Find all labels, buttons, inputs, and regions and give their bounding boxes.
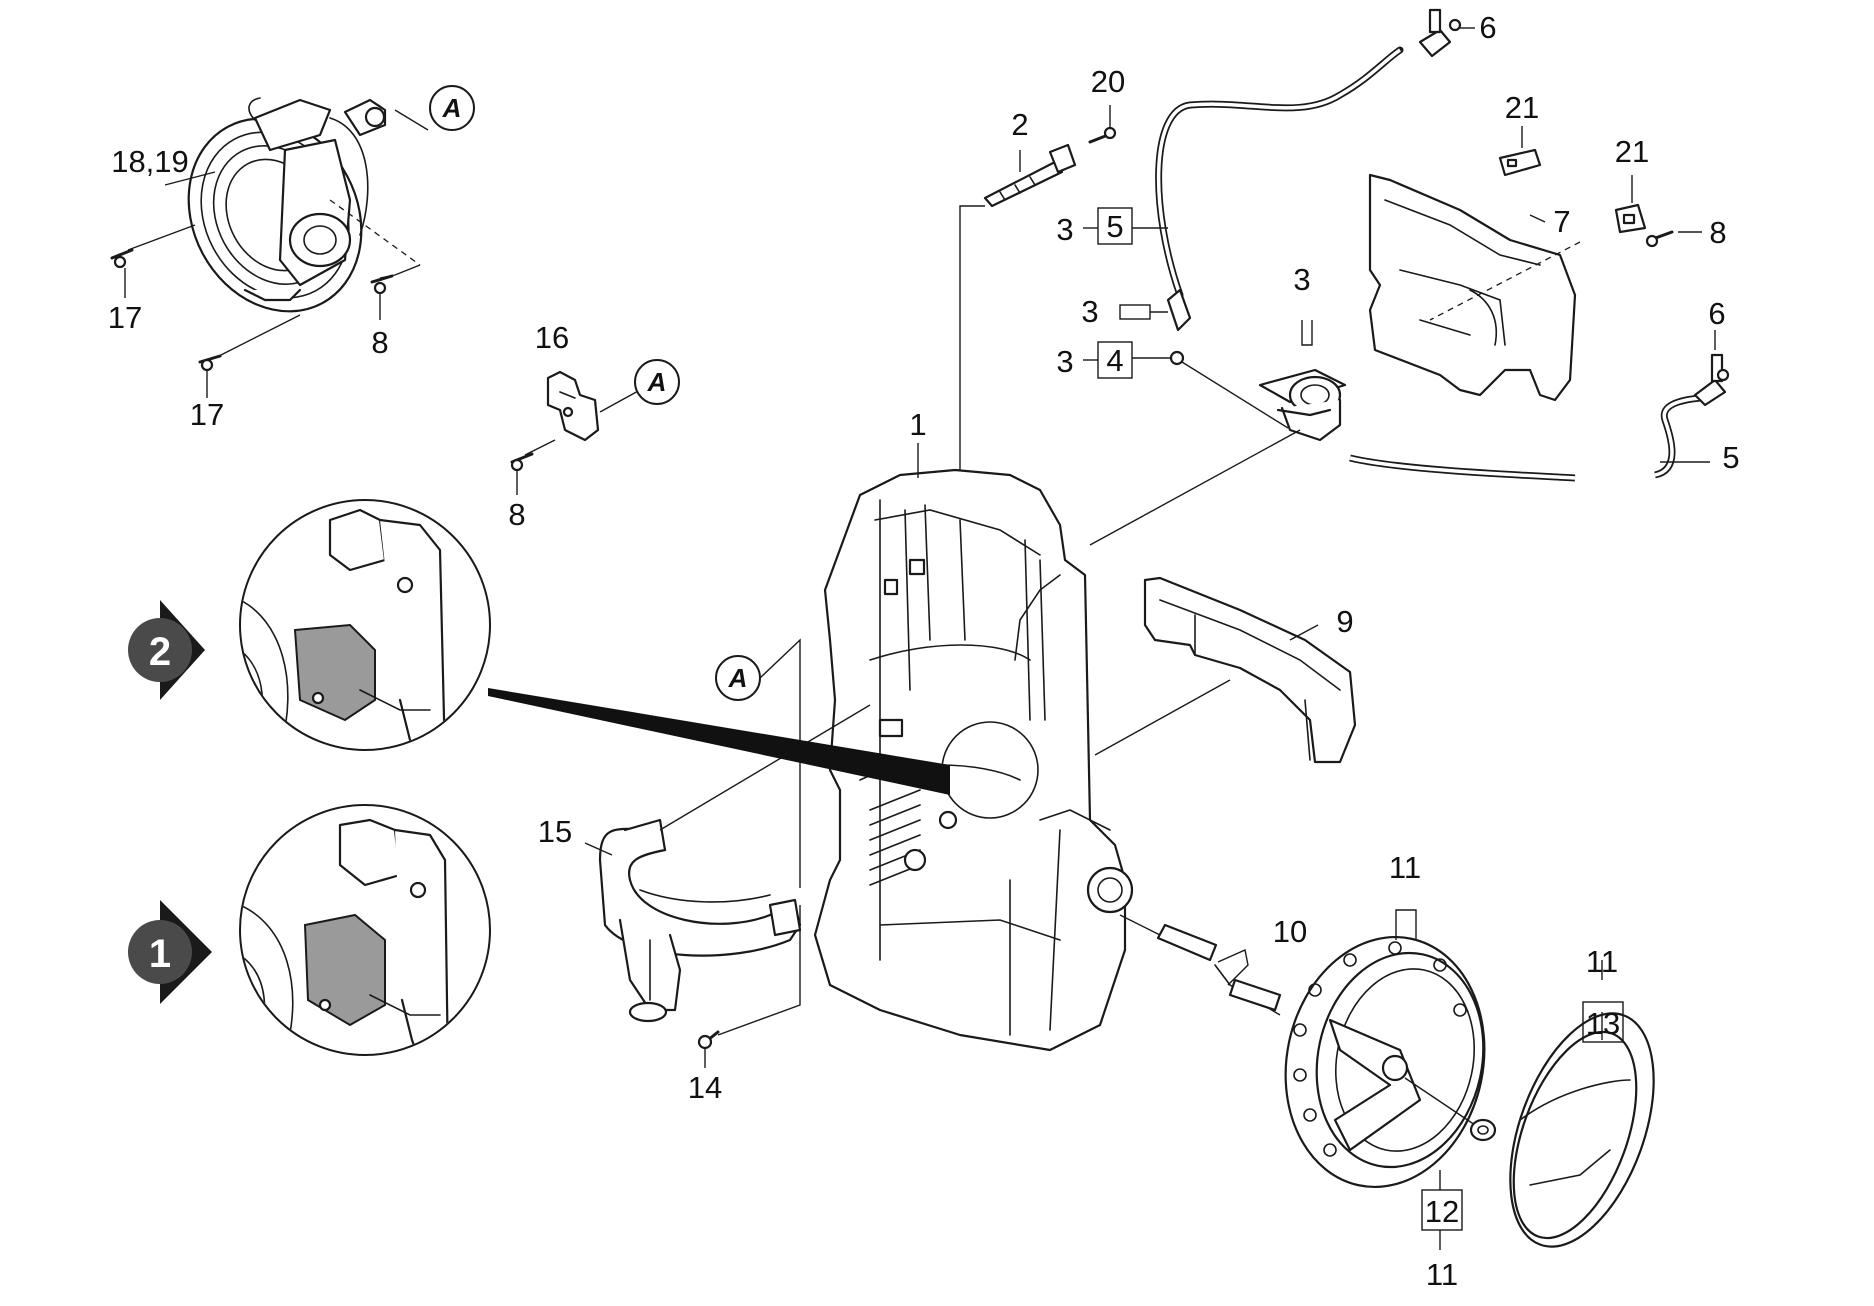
cover-part-9 — [1143, 576, 1357, 764]
detail-step-2-label: 2 — [149, 630, 171, 674]
bracket-part-15 — [598, 818, 802, 1023]
callout-11-cap: 11 — [1586, 944, 1618, 979]
housing-cover-7 — [1368, 173, 1577, 402]
callout-8-clip: 8 — [508, 497, 525, 532]
boxed-ref-5-frame — [1097, 207, 1133, 245]
callout-11-washer: 11 — [1426, 1257, 1458, 1292]
callout-3-ball: 3 — [1056, 344, 1073, 379]
reference-marker-a-housing-label: A — [728, 663, 748, 693]
callout-16: 16 — [535, 320, 569, 355]
callout-10: 10 — [1273, 914, 1307, 949]
fitting-6-upper — [1418, 8, 1462, 58]
callout-17-lower: 17 — [190, 397, 224, 432]
callout-5-boxed: 5 — [1106, 209, 1123, 244]
fitting-6-lower — [1693, 353, 1730, 407]
detail-view-2 — [239, 499, 491, 751]
screw-14 — [697, 1030, 720, 1050]
callout-18-19: 18,19 — [111, 144, 189, 179]
callout-14: 14 — [688, 1070, 722, 1105]
detail-step-1-marker: 1 — [128, 900, 212, 1004]
callout-17-upper: 17 — [108, 300, 142, 335]
boxed-ref-13-frame — [1582, 1001, 1624, 1043]
detail-zoom-wedge — [488, 688, 950, 795]
callout-8-right: 8 — [1709, 215, 1726, 250]
boxed-ref-12-frame — [1421, 1189, 1463, 1231]
ball-part-4 — [1169, 350, 1185, 366]
callout-15: 15 — [538, 814, 572, 849]
hub-cap-part-13 — [1509, 1012, 1655, 1248]
screw-8-reel — [370, 274, 394, 295]
bracket-clip-16 — [546, 370, 600, 442]
screw-17-upper — [110, 248, 134, 269]
callout-3-hose: 3 — [1056, 212, 1073, 247]
valve-seat-3 — [1258, 368, 1347, 442]
reference-marker-a-housing: A — [715, 655, 761, 701]
callout-7: 7 — [1553, 204, 1570, 239]
callout-2: 2 — [1011, 107, 1028, 142]
callout-6-upper: 6 — [1479, 10, 1496, 45]
callout-4-boxed: 4 — [1106, 343, 1123, 378]
callout-3-seat: 3 — [1293, 262, 1310, 297]
detail-step-2-marker: 2 — [128, 600, 205, 700]
screw-8-right — [1645, 230, 1674, 248]
callout-1: 1 — [909, 407, 926, 442]
clip-21-right — [1614, 203, 1647, 234]
callout-5-lower: 5 — [1722, 440, 1739, 475]
reference-marker-a-reel-label: A — [442, 93, 462, 123]
pin-part-2 — [983, 143, 1077, 208]
reference-marker-a-clip: A — [634, 359, 680, 405]
hose-reel-assembly — [187, 97, 387, 313]
detail-view-1 — [239, 804, 491, 1056]
callout-3-nozzle: 3 — [1081, 294, 1098, 329]
detail-step-1-label: 1 — [149, 932, 171, 976]
washer-part-12 — [1469, 1118, 1497, 1142]
callout-9: 9 — [1336, 604, 1353, 639]
callout-21-right: 21 — [1615, 134, 1649, 169]
reference-marker-a-reel: A — [429, 85, 475, 131]
nozzle-part-3 — [1119, 288, 1192, 332]
screw-20 — [1088, 126, 1117, 144]
callout-6-lower: 6 — [1708, 296, 1725, 331]
axle-part-10 — [1156, 923, 1282, 1012]
screw-8-clip — [510, 452, 534, 472]
callout-20: 20 — [1091, 64, 1125, 99]
clip-21-left — [1498, 148, 1542, 177]
callout-8-reel: 8 — [371, 325, 388, 360]
callout-13-boxed: 13 — [1586, 1006, 1620, 1041]
wheel-part-11 — [1284, 935, 1486, 1189]
callout-11-wheel: 11 — [1389, 850, 1421, 885]
callout-21-left: 21 — [1505, 90, 1539, 125]
main-housing-1 — [813, 468, 1134, 1052]
reference-marker-a-clip-label: A — [647, 367, 667, 397]
callout-12-boxed: 12 — [1425, 1194, 1459, 1229]
screw-17-lower — [198, 354, 222, 372]
